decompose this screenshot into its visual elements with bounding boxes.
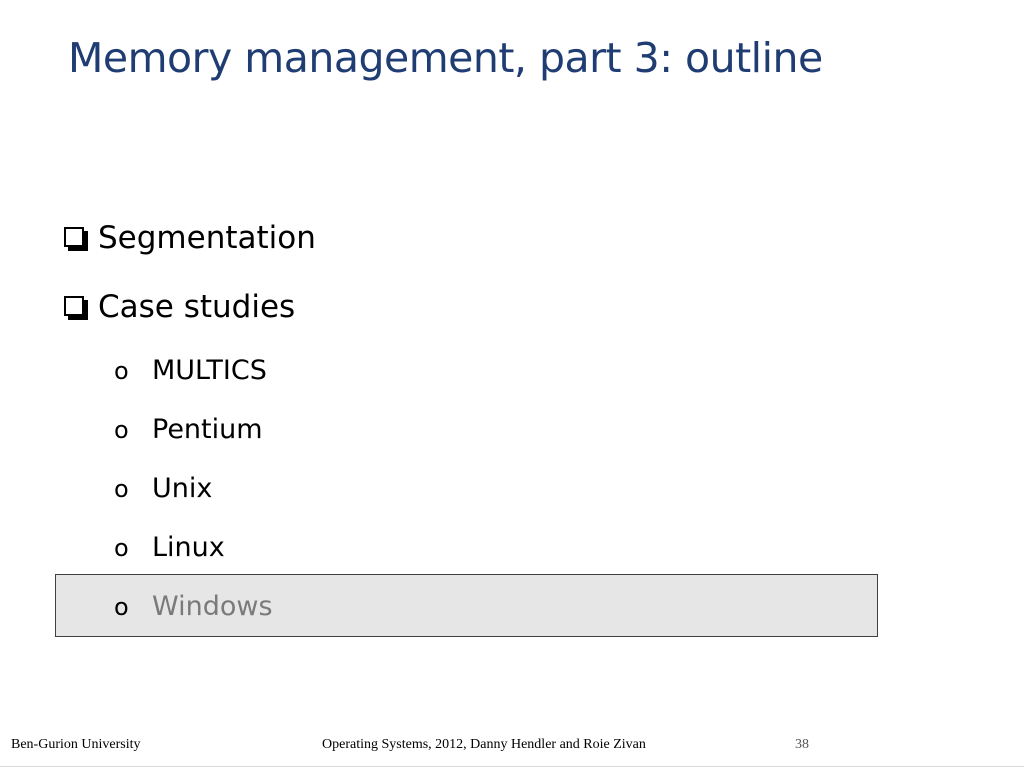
circle-bullet-icon: o xyxy=(114,416,129,444)
sub-item-label: Linux xyxy=(152,532,225,563)
circle-bullet-icon: o xyxy=(114,357,129,385)
footer-course: Operating Systems, 2012, Danny Hendler a… xyxy=(322,737,646,752)
checkbox-bullet-icon xyxy=(64,294,90,320)
bullet-label: Case studies xyxy=(98,289,296,325)
bullet-label: Segmentation xyxy=(98,220,316,256)
bullet-case-studies: Case studies xyxy=(64,289,295,325)
footer-university: Ben-Gurion University xyxy=(11,737,141,752)
checkbox-bullet-icon xyxy=(64,225,90,251)
sub-item-label: MULTICS xyxy=(152,355,267,386)
slide-title: Memory management, part 3: outline xyxy=(68,34,823,82)
bullet-segmentation: Segmentation xyxy=(64,220,316,256)
sub-item-unix: o Unix xyxy=(114,473,212,504)
circle-bullet-icon: o xyxy=(114,534,129,562)
highlight-box xyxy=(55,574,878,637)
sub-item-windows: o Windows xyxy=(114,591,273,622)
sub-item-linux: o Linux xyxy=(114,532,225,563)
sub-item-label: Unix xyxy=(152,473,213,504)
circle-bullet-icon: o xyxy=(114,593,129,621)
sub-item-label: Pentium xyxy=(152,414,263,445)
page-number: 38 xyxy=(795,737,809,752)
circle-bullet-icon: o xyxy=(114,475,129,503)
sub-item-label: Windows xyxy=(152,591,273,622)
footer-divider xyxy=(0,766,1024,767)
sub-item-multics: o MULTICS xyxy=(114,355,267,386)
sub-item-pentium: o Pentium xyxy=(114,414,263,445)
